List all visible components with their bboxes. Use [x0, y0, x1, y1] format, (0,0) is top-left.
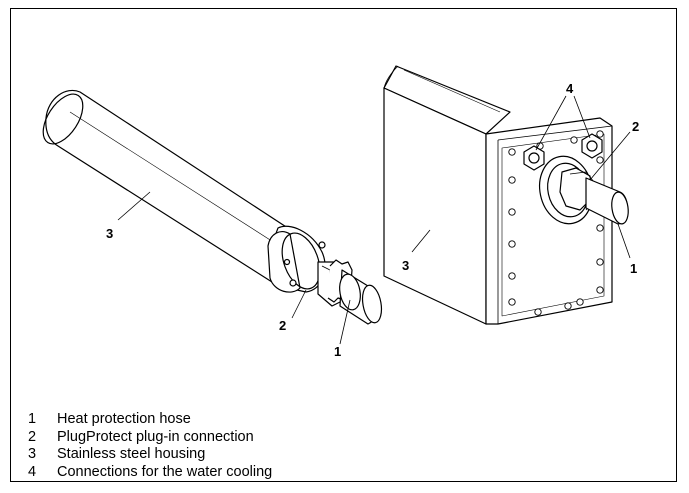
- legend-number: 2: [28, 428, 37, 445]
- legend: 1 Heat protection hose 2 PlugProtect plu…: [28, 411, 272, 481]
- right-box-housing: [383, 65, 511, 325]
- callout-left-plug: 2: [279, 318, 286, 333]
- right-plug-connection: [539, 155, 595, 225]
- figure-frame: [10, 8, 677, 482]
- callout-right-water: 4: [566, 81, 574, 96]
- legend-item: 1 Heat protection hose: [28, 411, 272, 429]
- callout-left-hose: 1: [334, 344, 341, 359]
- legend-text: Stainless steel housing: [57, 446, 206, 462]
- left-plug-connection: [267, 225, 353, 307]
- left-leaders: [117, 191, 351, 345]
- legend-text: Connections for the water cooling: [57, 463, 273, 480]
- legend-number: 1: [28, 411, 37, 427]
- callout-right-plug: 2: [632, 119, 639, 134]
- right-water-connections: [523, 133, 603, 171]
- callout-right-housing: 3: [402, 258, 409, 273]
- left-heat-protection-hose: [339, 269, 383, 325]
- legend-item: 2 PlugProtect plug-in connection: [28, 429, 272, 447]
- legend-item: 3 Stainless steel housing: [28, 446, 272, 464]
- legend-number: 3: [28, 446, 37, 462]
- callout-right-hose: 1: [630, 261, 637, 276]
- right-leaders: [411, 95, 631, 259]
- right-heat-protection-hose: [585, 177, 629, 225]
- legend-text: Heat protection hose: [57, 411, 191, 427]
- callout-left-housing: 3: [106, 226, 113, 241]
- legend-number: 4: [28, 463, 37, 480]
- left-tube-housing: [42, 89, 301, 283]
- legend-item: 4 Connections for the water cooling: [28, 464, 272, 482]
- legend-text: PlugProtect plug-in connection: [57, 428, 254, 445]
